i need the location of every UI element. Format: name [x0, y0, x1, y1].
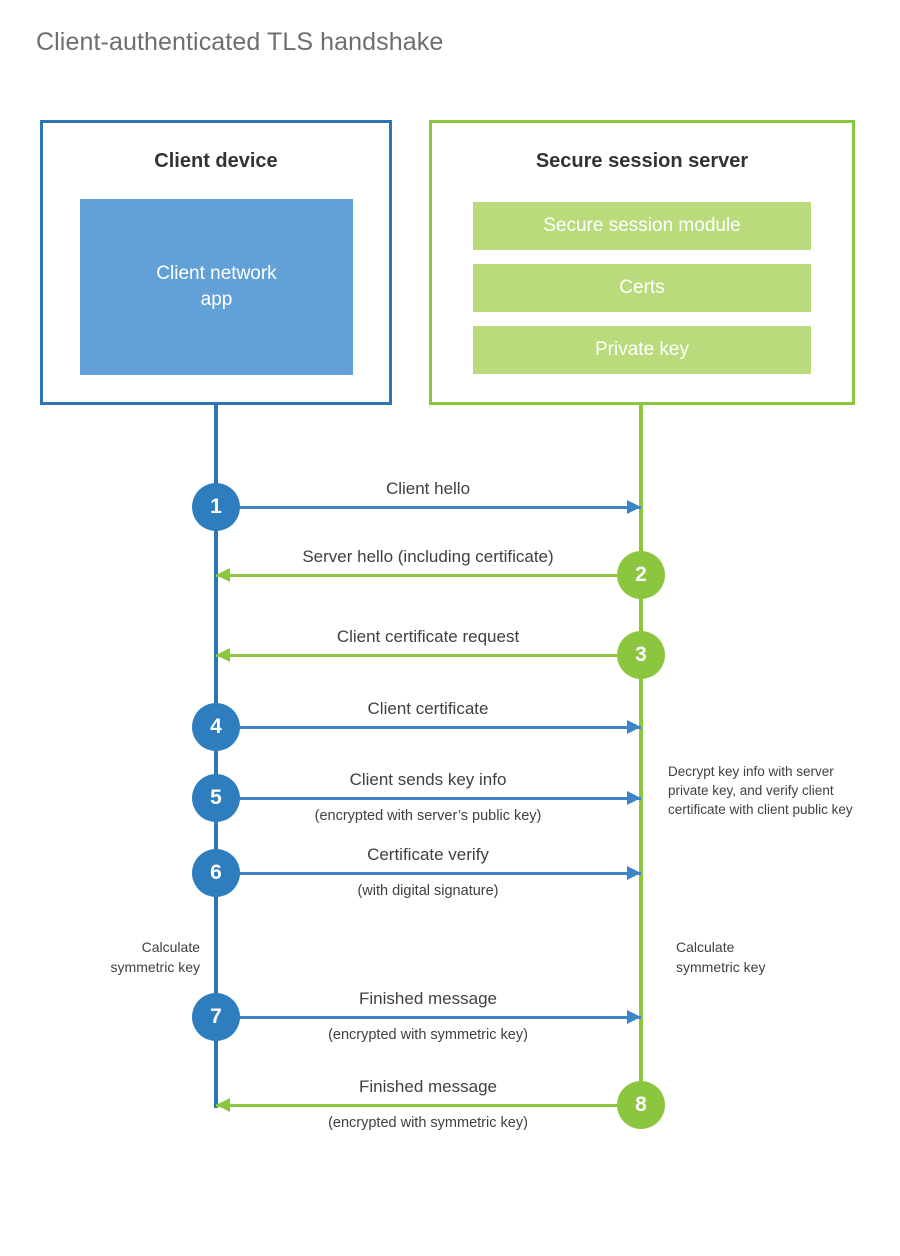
message-arrow-4	[216, 720, 641, 734]
step-badge-1[interactable]: 1	[192, 483, 240, 531]
server-component-secure-session-module: Secure session module	[473, 202, 811, 250]
message-label-6: Certificate verify	[367, 845, 489, 864]
arrow-head-icon	[627, 1010, 641, 1024]
message-arrow-1	[216, 500, 641, 514]
arrow-head-icon	[216, 568, 230, 582]
message-label-1: Client hello	[385, 479, 471, 498]
message-arrow-3	[216, 648, 641, 662]
step-badge-5[interactable]: 5	[192, 774, 240, 822]
message-arrow-7	[216, 1010, 641, 1024]
client-network-app-block: Client network app	[80, 199, 353, 375]
step-badge-6[interactable]: 6	[192, 849, 240, 897]
arrow-head-icon	[216, 648, 230, 662]
client-device-box: Client device Client network app	[40, 120, 392, 405]
server-component-private-key: Private key	[473, 326, 811, 374]
message-label-5: Client sends key info	[349, 770, 507, 789]
step-badge-7[interactable]: 7	[192, 993, 240, 1041]
arrow-head-icon	[216, 1098, 230, 1112]
step-badge-8[interactable]: 8	[617, 1081, 665, 1129]
arrow-head-icon	[627, 720, 641, 734]
step-badge-4[interactable]: 4	[192, 703, 240, 751]
message-label-3: Client certificate request	[336, 627, 520, 646]
note-server-decrypt: Decrypt key info with server private key…	[668, 764, 853, 817]
client-device-title: Client device	[154, 150, 278, 172]
message-arrow-5	[216, 791, 641, 805]
secure-session-server-box: Secure session server Secure session mod…	[429, 120, 855, 405]
arrow-head-icon	[627, 866, 641, 880]
message-sublabel-5: (encrypted with server’s public key)	[314, 808, 542, 824]
arrow-head-icon	[627, 791, 641, 805]
message-sublabel-8: (encrypted with symmetric key)	[328, 1115, 528, 1131]
message-label-7: Finished message	[359, 989, 497, 1008]
message-label-8: Finished message	[359, 1077, 497, 1096]
message-label-2: Server hello (including certificate)	[302, 547, 554, 566]
message-sublabel-6: (with digital signature)	[357, 883, 499, 899]
step-badge-3[interactable]: 3	[617, 631, 665, 679]
client-lifeline	[214, 402, 218, 1108]
secure-session-server-title: Secure session server	[535, 150, 749, 172]
message-sublabel-7: (encrypted with symmetric key)	[328, 1027, 528, 1043]
message-label-4: Client certificate	[367, 699, 489, 718]
server-component-certs: Certs	[473, 264, 811, 312]
message-arrow-2	[216, 568, 641, 582]
page-title: Client-authenticated TLS handshake	[36, 28, 444, 56]
message-arrow-8	[216, 1098, 641, 1112]
step-badge-2[interactable]: 2	[617, 551, 665, 599]
arrow-head-icon	[627, 500, 641, 514]
server-lifeline	[639, 402, 643, 1106]
message-arrow-6	[216, 866, 641, 880]
